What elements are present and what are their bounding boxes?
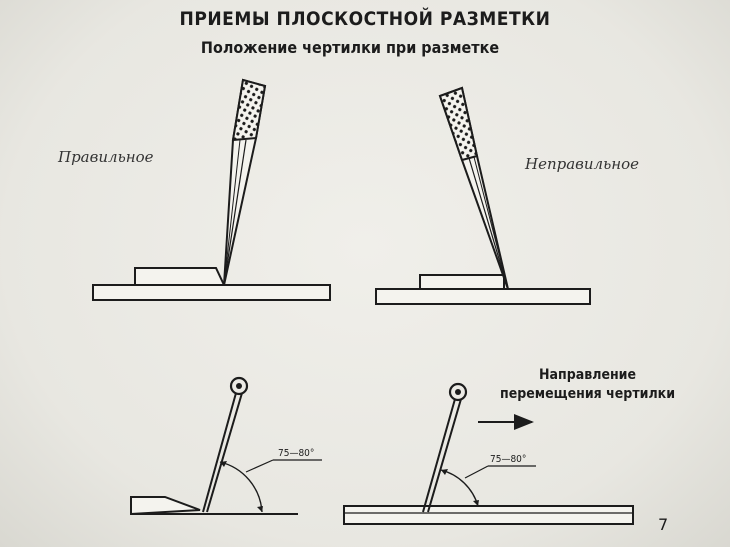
angle-label-right: 75—80° — [490, 454, 526, 465]
diagram-correct-position — [92, 78, 331, 301]
base-plate — [375, 288, 591, 305]
direction-label-line2: перемещения чертилки — [500, 386, 676, 402]
label-correct: Правильное — [58, 148, 154, 166]
scriber-tool — [438, 86, 509, 290]
scriber-shaft — [202, 392, 243, 513]
angle-arc — [219, 461, 263, 513]
scriber-ring — [448, 382, 468, 402]
base-plate — [92, 284, 331, 301]
slide-subtitle: Положение чертилки при разметке — [200, 38, 500, 57]
page-number: 7 — [658, 515, 669, 534]
template-block — [134, 267, 226, 286]
scriber-tool — [223, 78, 267, 286]
scriber-ring — [229, 376, 249, 396]
base-plate — [343, 505, 634, 525]
direction-label: Направление перемещения чертилки — [500, 366, 675, 404]
leader-line — [245, 459, 274, 473]
scriber-shaft — [422, 398, 462, 513]
diagram-angle-left — [130, 376, 322, 516]
angle-label-left: 75—80° — [278, 448, 314, 459]
slide-title: ПРИЕМЫ ПЛОСКОСТНОЙ РАЗМЕТКИ — [179, 8, 551, 30]
diagram-incorrect-position — [375, 86, 591, 305]
template-block — [419, 274, 505, 290]
leader-line — [464, 465, 489, 479]
workpiece — [130, 496, 201, 516]
diagram-angle-right — [343, 382, 634, 525]
direction-label-line1: Направление — [538, 367, 637, 383]
label-incorrect: Неправильное — [525, 155, 640, 173]
angle-arc — [440, 469, 479, 507]
